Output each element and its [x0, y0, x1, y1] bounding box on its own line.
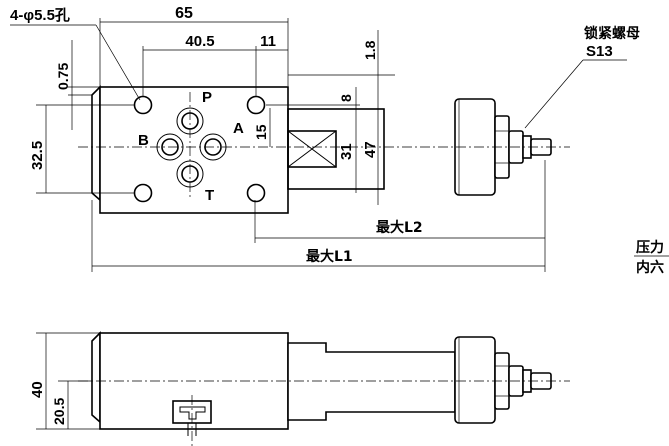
side-left-flange	[91, 331, 101, 424]
lock-nut-size: S13	[586, 43, 613, 60]
leader-line	[524, 59, 584, 129]
port-label-b: B	[138, 132, 149, 149]
max-l2-label: 最大L2	[376, 219, 423, 236]
port-label-t: T	[205, 187, 214, 204]
mounting-hole	[133, 95, 153, 115]
left-flange	[91, 85, 101, 202]
port-label-p: P	[202, 89, 212, 106]
dim-32-5: 32.5	[29, 141, 46, 170]
cross-box	[287, 130, 337, 168]
dim-11: 11	[260, 33, 276, 50]
lock-nut-label: 锁紧螺母	[584, 25, 640, 42]
side-knob	[454, 336, 496, 424]
max-l1-label: 最大L1	[306, 248, 353, 265]
side-view: 40 20.5	[29, 331, 570, 446]
port-label-a: A	[233, 120, 244, 137]
dim-65: 65	[175, 5, 193, 22]
valve-body-top	[99, 86, 289, 214]
top-view: P A B T 65 40.5 1	[10, 5, 669, 276]
dim-20-5: 20.5	[51, 398, 67, 425]
partial-label-1: 压力	[636, 239, 664, 256]
partial-label-2: 内六	[636, 259, 664, 276]
mounting-hole	[246, 95, 266, 115]
leader-line	[95, 24, 141, 101]
dim-31: 31	[338, 143, 355, 160]
dim-40-5: 40.5	[185, 33, 214, 50]
dim-40: 40	[29, 381, 46, 398]
dim-15: 15	[253, 124, 269, 140]
cross-line	[287, 130, 337, 168]
holes-label: 4-φ5.5孔	[10, 7, 70, 24]
side-housing	[287, 342, 456, 421]
mounting-hole	[246, 183, 266, 203]
dim-8: 8	[338, 94, 354, 102]
mounting-hole	[133, 183, 153, 203]
dim-1-8: 1.8	[362, 40, 378, 60]
gauge-t-shape	[179, 406, 206, 420]
dim-47: 47	[362, 141, 379, 158]
dim-0-75: 0.75	[55, 63, 71, 90]
